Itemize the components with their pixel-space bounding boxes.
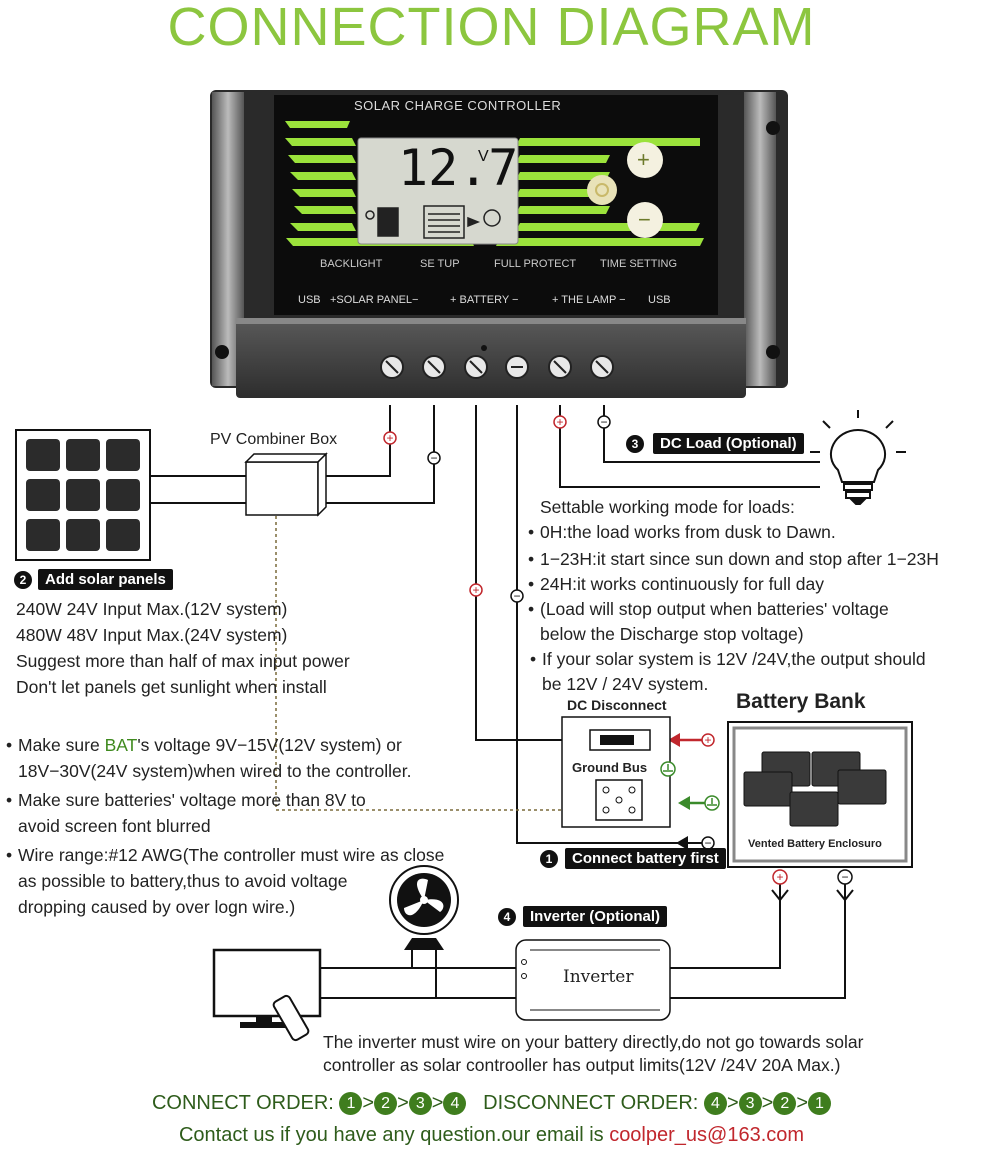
port-lamp: + THE LAMP − — [552, 294, 626, 306]
solar-charge-controller — [210, 90, 788, 398]
load-note-1: 0H:the load works from dusk to Dawn. — [528, 520, 836, 545]
load-notes-heading: Settable working mode for loads: — [540, 497, 795, 517]
step4-number: 4 — [498, 908, 516, 926]
port-usb-left: USB — [298, 294, 321, 306]
svg-text:−: − — [513, 589, 520, 603]
lcd-unit: V — [478, 148, 489, 165]
function-backlight: BACKLIGHT — [320, 258, 383, 270]
connect-step-2: 2 — [374, 1092, 398, 1116]
dc-disconnect-label: DC Disconnect — [567, 697, 667, 713]
disconnect-step-2: 3 — [738, 1092, 762, 1116]
pv-combiner-label: PV Combiner Box — [210, 431, 338, 448]
disconnect-step-4: 1 — [808, 1092, 831, 1116]
svg-text:+: + — [386, 431, 393, 445]
contact-text: Contact us if you have any question.our … — [178, 1124, 610, 1146]
lcd-voltage: 12.7 — [398, 139, 519, 197]
port-battery: + BATTERY − — [450, 294, 519, 306]
load-note-2: 1−23H:it start since sun down and stop a… — [528, 547, 939, 572]
solar-note-3: Suggest more than half of max input powe… — [16, 651, 350, 671]
svg-text:+: + — [704, 733, 711, 747]
ground-bus-label: Ground Bus — [572, 760, 648, 775]
step1-label: Connect battery first — [565, 848, 726, 869]
battery-note-1: Make sure BAT's voltage 9V−15V(12V syste… — [6, 733, 402, 758]
load-note-7: be 12V / 24V system. — [542, 674, 709, 694]
polarity-markers: + − + − + − + − + − — [383, 415, 853, 885]
step2-label: Add solar panels — [38, 569, 173, 590]
step4-label: Inverter (Optional) — [523, 906, 668, 927]
minus-button-label[interactable]: − — [638, 207, 651, 232]
svg-text:−: − — [600, 415, 607, 429]
function-setup: SE TUP — [420, 258, 460, 270]
solar-note-2: 480W 48V Input Max.(24V system) — [16, 625, 288, 645]
setup-button[interactable] — [587, 175, 617, 205]
fan-icon — [389, 865, 459, 950]
battery-note-5: Wire range:#12 AWG(The controller must w… — [6, 843, 444, 868]
port-usb-right: USB — [648, 294, 671, 306]
solar-panel-icon — [15, 429, 151, 561]
contact-email[interactable]: coolper_us@163.com — [609, 1124, 805, 1146]
solar-note-1: 240W 24V Input Max.(12V system) — [16, 599, 288, 619]
minus-button[interactable] — [627, 202, 663, 238]
connect-order-label: CONNECT ORDER: — [151, 1092, 334, 1114]
load-note-5: below the Discharge stop voltage) — [540, 624, 804, 644]
function-full-protect: FULL PROTECT — [494, 258, 577, 270]
connect-step-1: 1 — [339, 1092, 363, 1116]
order-line: CONNECT ORDER: 1>2>3>4 DISCONNECT ORDER:… — [0, 1092, 983, 1116]
step3-number: 3 — [626, 435, 644, 453]
plus-button[interactable] — [627, 142, 663, 178]
step3-label: DC Load (Optional) — [653, 433, 804, 454]
load-note-6: If your solar system is 12V /24V,the out… — [530, 647, 926, 672]
svg-text:+: + — [472, 583, 479, 597]
connect-step-4: 4 — [443, 1092, 467, 1116]
load-note-3: 24H:it works continuously for full day — [528, 572, 824, 597]
connect-step-3: 3 — [408, 1092, 432, 1116]
battery-note-2: 18V−30V(24V system)when wired to the con… — [18, 761, 412, 781]
disconnect-step-1: 4 — [703, 1092, 727, 1116]
light-bulb-icon — [810, 410, 906, 505]
inverter-note-1: The inverter must wire on your battery d… — [323, 1032, 864, 1052]
battery-bank-title: Battery Bank — [736, 690, 866, 713]
battery-note-6: as possible to battery,thus to avoid vol… — [18, 871, 348, 891]
controller-label: SOLAR CHARGE CONTROLLER — [354, 98, 562, 113]
inverter-icon — [515, 939, 671, 1021]
battery-note-3: Make sure batteries' voltage more than 8… — [6, 788, 366, 813]
pv-combiner-box-icon — [244, 452, 328, 517]
solar-note-4: Don't let panels get sunlight when insta… — [16, 677, 327, 697]
port-solar-panel: +SOLAR PANEL− — [330, 294, 419, 306]
inverter-note-2: controller as solar controoller has outp… — [323, 1055, 841, 1075]
step2-number: 2 — [14, 571, 32, 589]
lcd-icons — [365, 205, 501, 239]
disconnect-step-3: 2 — [773, 1092, 797, 1116]
page-title: CONNECTION DIAGRAM — [167, 0, 816, 57]
green-stripes-right — [496, 138, 704, 246]
tv-icon — [212, 948, 322, 1042]
battery-note-7: dropping caused by over logn wire.) — [18, 897, 296, 917]
svg-text:+: + — [556, 415, 563, 429]
function-time-setting: TIME SETTING — [600, 258, 677, 270]
svg-text:+: + — [776, 870, 783, 884]
inverter-label: Inverter — [563, 967, 634, 987]
plus-button-label[interactable]: + — [637, 147, 650, 172]
load-note-4: (Load will stop output when batteries' v… — [528, 597, 889, 622]
svg-text:−: − — [841, 870, 848, 884]
battery-enclosure-label: Vented Battery Enclosuro — [748, 838, 882, 850]
battery-bank-icon — [727, 721, 913, 868]
step1-number: 1 — [540, 850, 558, 868]
contact-line: Contact us if you have any question.our … — [0, 1124, 983, 1147]
wires — [150, 405, 854, 999]
dc-disconnect-box — [561, 716, 720, 828]
disconnect-order-label: DISCONNECT ORDER: — [483, 1092, 699, 1114]
terminal-block — [236, 318, 746, 398]
svg-text:−: − — [704, 836, 711, 850]
terminal-screws — [380, 345, 614, 379]
svg-text:−: − — [430, 451, 437, 465]
battery-note-4: avoid screen font blurred — [18, 816, 211, 836]
